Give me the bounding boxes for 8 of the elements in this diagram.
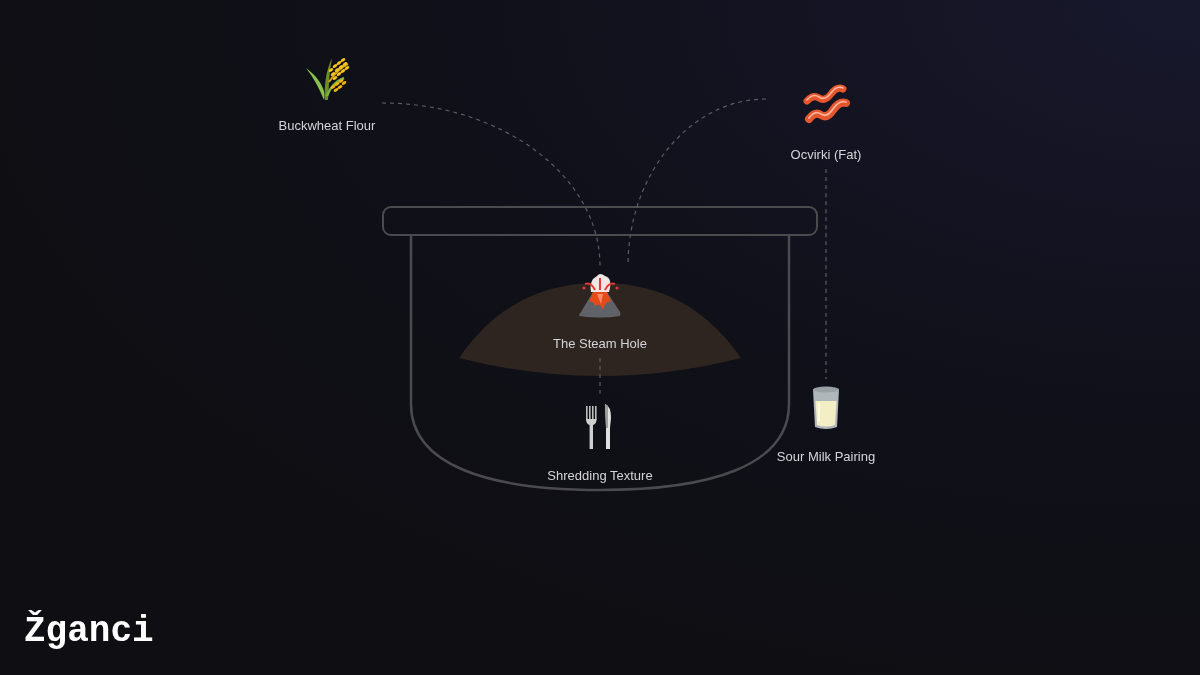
node-label: Buckwheat Flour (278, 118, 376, 134)
diagram-title: Žganci (24, 610, 154, 654)
node-label: Shredding Texture (547, 468, 653, 484)
dashed-connector (381, 102, 601, 267)
node-label: The Steam Hole (553, 336, 647, 352)
node-label: Sour Milk Pairing (776, 449, 876, 465)
dashed-connector (825, 168, 827, 380)
node-label: Ocvirki (Fat) (790, 147, 862, 163)
